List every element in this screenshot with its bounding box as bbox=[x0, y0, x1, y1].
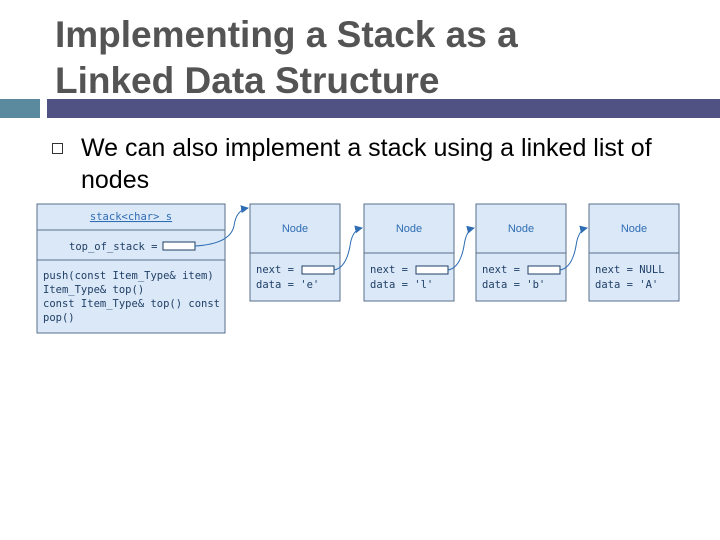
node-1-title: Node bbox=[282, 223, 308, 235]
hollow-square-bullet-icon bbox=[52, 143, 63, 154]
top-of-stack-pointer-box bbox=[162, 241, 196, 251]
node-4-title: Node bbox=[621, 223, 647, 235]
node-1-next: next = bbox=[256, 264, 294, 276]
stack-method-top-const: const Item_Type& top() const bbox=[43, 298, 220, 310]
node-4-data: data = 'A' bbox=[595, 279, 658, 291]
node-4-next: next = NULL bbox=[595, 264, 665, 276]
node-2-data: data = 'l' bbox=[370, 279, 433, 291]
stack-method-push: push(const Item_Type& item) bbox=[43, 270, 214, 282]
stack-method-pop: pop() bbox=[43, 312, 75, 324]
node-1-next-pointer-box bbox=[301, 265, 335, 275]
node-2-next: next = bbox=[370, 264, 408, 276]
node-2-next-arrow bbox=[447, 225, 475, 271]
node-1-next-arrow bbox=[333, 225, 363, 271]
linked-stack-diagram: stack<char> s top_of_stack = push(const … bbox=[36, 203, 680, 334]
node-3-title: Node bbox=[508, 223, 534, 235]
node-3-next-arrow bbox=[559, 225, 588, 271]
node-2-next-pointer-box bbox=[415, 265, 449, 275]
node-1: Node next = data = 'e' bbox=[249, 203, 341, 302]
stack-box-header: stack<char> s bbox=[90, 211, 172, 223]
node-2-title: Node bbox=[396, 223, 422, 235]
top-of-stack-arrow bbox=[194, 205, 249, 247]
slide-title-line-1: Implementing a Stack as a bbox=[55, 14, 518, 55]
node-3: Node next = data = 'b' bbox=[475, 203, 567, 302]
node-2: Node next = data = 'l' bbox=[363, 203, 455, 302]
node-3-next: next = bbox=[482, 264, 520, 276]
title-rule-bar bbox=[47, 99, 720, 118]
node-4: Node next = NULL data = 'A' bbox=[588, 203, 680, 302]
stack-method-top: Item_Type& top() bbox=[43, 284, 144, 296]
node-1-data: data = 'e' bbox=[256, 279, 319, 291]
node-3-next-pointer-box bbox=[527, 265, 561, 275]
bullet-text: We can also implement a stack using a li… bbox=[81, 134, 652, 194]
slide-title: Implementing a Stack as a Linked Data St… bbox=[55, 12, 695, 104]
node-3-data: data = 'b' bbox=[482, 279, 545, 291]
slide-title-line-2: Linked Data Structure bbox=[55, 60, 440, 101]
stack-box-field-top-of-stack: top_of_stack = bbox=[69, 241, 158, 253]
stack-object-box: stack<char> s top_of_stack = push(const … bbox=[36, 203, 226, 334]
stack-box-frame bbox=[36, 203, 226, 334]
title-rule-accent bbox=[0, 99, 40, 118]
